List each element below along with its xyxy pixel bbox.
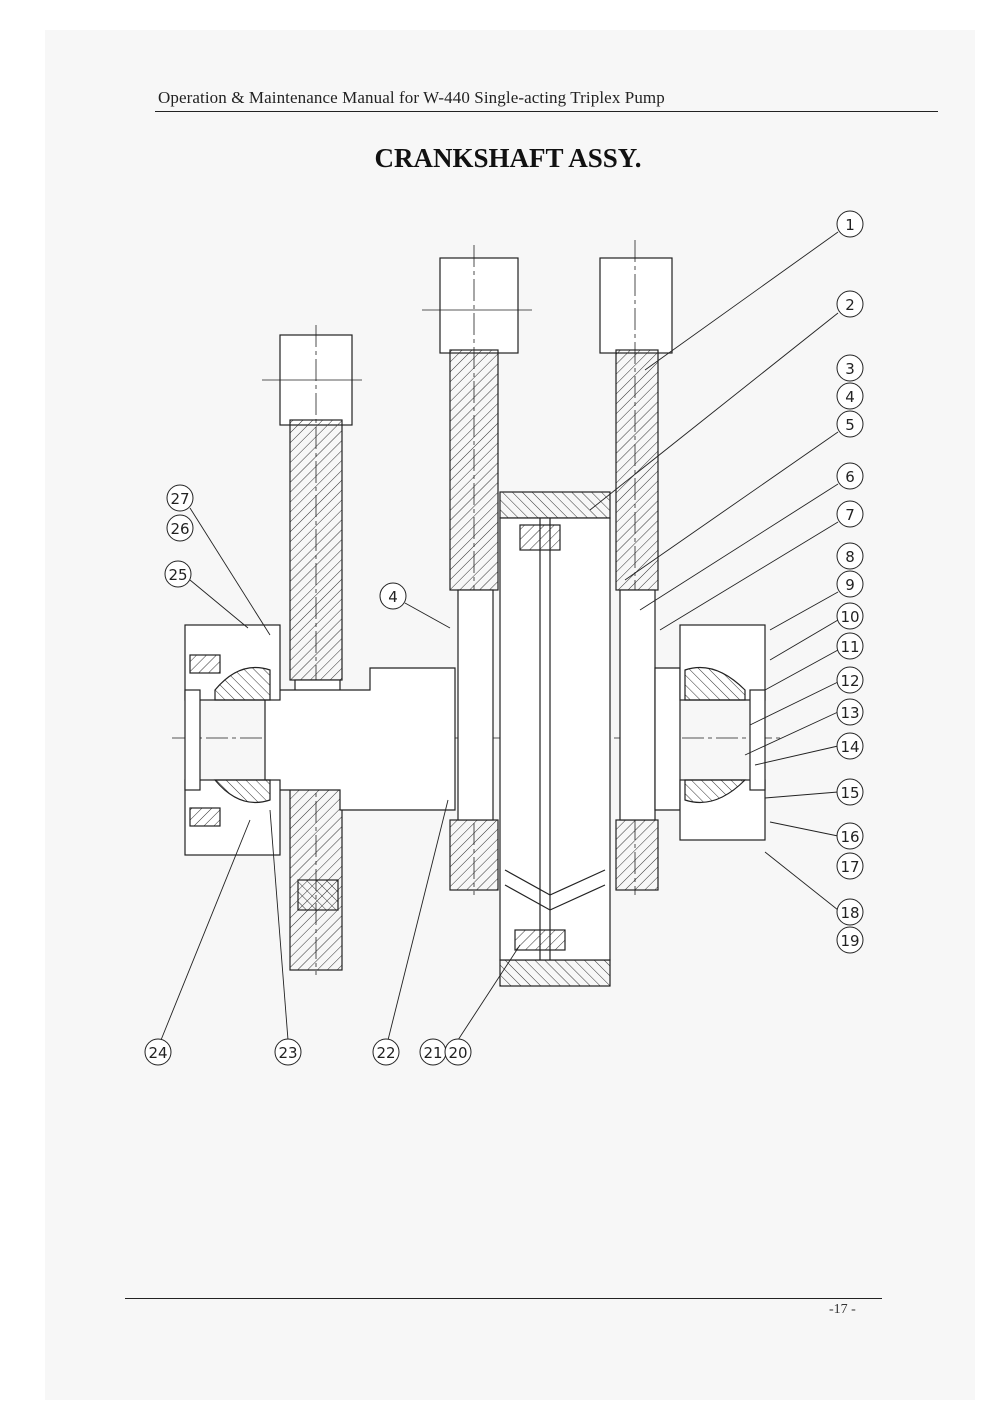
callout-15: 15: [836, 778, 864, 806]
callout-2: 2: [836, 290, 864, 318]
crankshaft-body: [264, 667, 681, 811]
callout-1: 1: [836, 210, 864, 238]
connecting-rod-right: [599, 240, 673, 895]
callout-4-left: 4: [379, 582, 407, 610]
callout-3: 3: [836, 354, 864, 382]
callout-11: 11: [836, 632, 864, 660]
svg-text:4: 4: [845, 388, 855, 406]
callout-13: 13: [836, 698, 864, 726]
callout-17: 17: [836, 852, 864, 880]
svg-text:1: 1: [845, 216, 855, 234]
footer-rule: [125, 1298, 882, 1299]
callout-22: 22: [372, 1038, 400, 1066]
svg-text:15: 15: [840, 784, 859, 802]
svg-text:3: 3: [845, 360, 855, 378]
callout-6: 6: [836, 462, 864, 490]
callout-26: 26: [166, 514, 194, 542]
callout-12: 12: [836, 666, 864, 694]
svg-text:12: 12: [840, 672, 859, 690]
callout-16: 16: [836, 822, 864, 850]
svg-text:27: 27: [170, 490, 189, 508]
callout-14: 14: [836, 732, 864, 760]
svg-text:18: 18: [840, 904, 859, 922]
svg-text:8: 8: [845, 548, 855, 566]
svg-text:25: 25: [168, 566, 187, 584]
svg-text:13: 13: [840, 704, 859, 722]
svg-text:5: 5: [845, 416, 855, 434]
callout-20: 20: [444, 1038, 472, 1066]
svg-text:10: 10: [840, 608, 859, 626]
callout-27: 27: [166, 484, 194, 512]
svg-text:2: 2: [845, 296, 855, 314]
left-bearing-housing: [184, 624, 281, 856]
callout-5: 5: [836, 410, 864, 438]
svg-text:17: 17: [840, 858, 859, 876]
svg-text:21: 21: [423, 1044, 442, 1062]
svg-text:16: 16: [840, 828, 859, 846]
callout-8: 8: [836, 542, 864, 570]
svg-text:9: 9: [845, 576, 855, 594]
callout-4: 4: [836, 382, 864, 410]
page-title: CRANKSHAFT ASSY.: [374, 143, 642, 173]
running-header: Operation & Maintenance Manual for W-440…: [158, 88, 665, 107]
svg-text:24: 24: [148, 1044, 167, 1062]
callout-23: 23: [274, 1038, 302, 1066]
right-bearing-housing: [679, 624, 766, 841]
svg-text:6: 6: [845, 468, 855, 486]
svg-text:7: 7: [845, 506, 855, 524]
callout-25: 25: [164, 560, 192, 588]
callout-18: 18: [836, 898, 864, 926]
connecting-rod-middle: [422, 245, 532, 895]
callout-19: 19: [836, 926, 864, 954]
bull-gear: [499, 491, 611, 987]
svg-text:14: 14: [840, 738, 859, 756]
header-rule: [155, 111, 938, 112]
callout-21: 21: [419, 1038, 447, 1066]
page-number: -17 -: [829, 1302, 856, 1317]
svg-text:26: 26: [170, 520, 189, 538]
callout-10: 10: [836, 602, 864, 630]
leader-lines: [160, 231, 839, 1041]
svg-text:22: 22: [376, 1044, 395, 1062]
svg-text:23: 23: [278, 1044, 297, 1062]
svg-text:4: 4: [388, 588, 398, 606]
svg-text:11: 11: [840, 638, 859, 656]
callout-9: 9: [836, 570, 864, 598]
svg-text:19: 19: [840, 932, 859, 950]
callout-7: 7: [836, 500, 864, 528]
svg-text:20: 20: [448, 1044, 467, 1062]
callout-24: 24: [144, 1038, 172, 1066]
callouts: 1 2 3 4 5 6 7 8 9 10 11 12 13 14 15 16 1…: [144, 210, 864, 1066]
